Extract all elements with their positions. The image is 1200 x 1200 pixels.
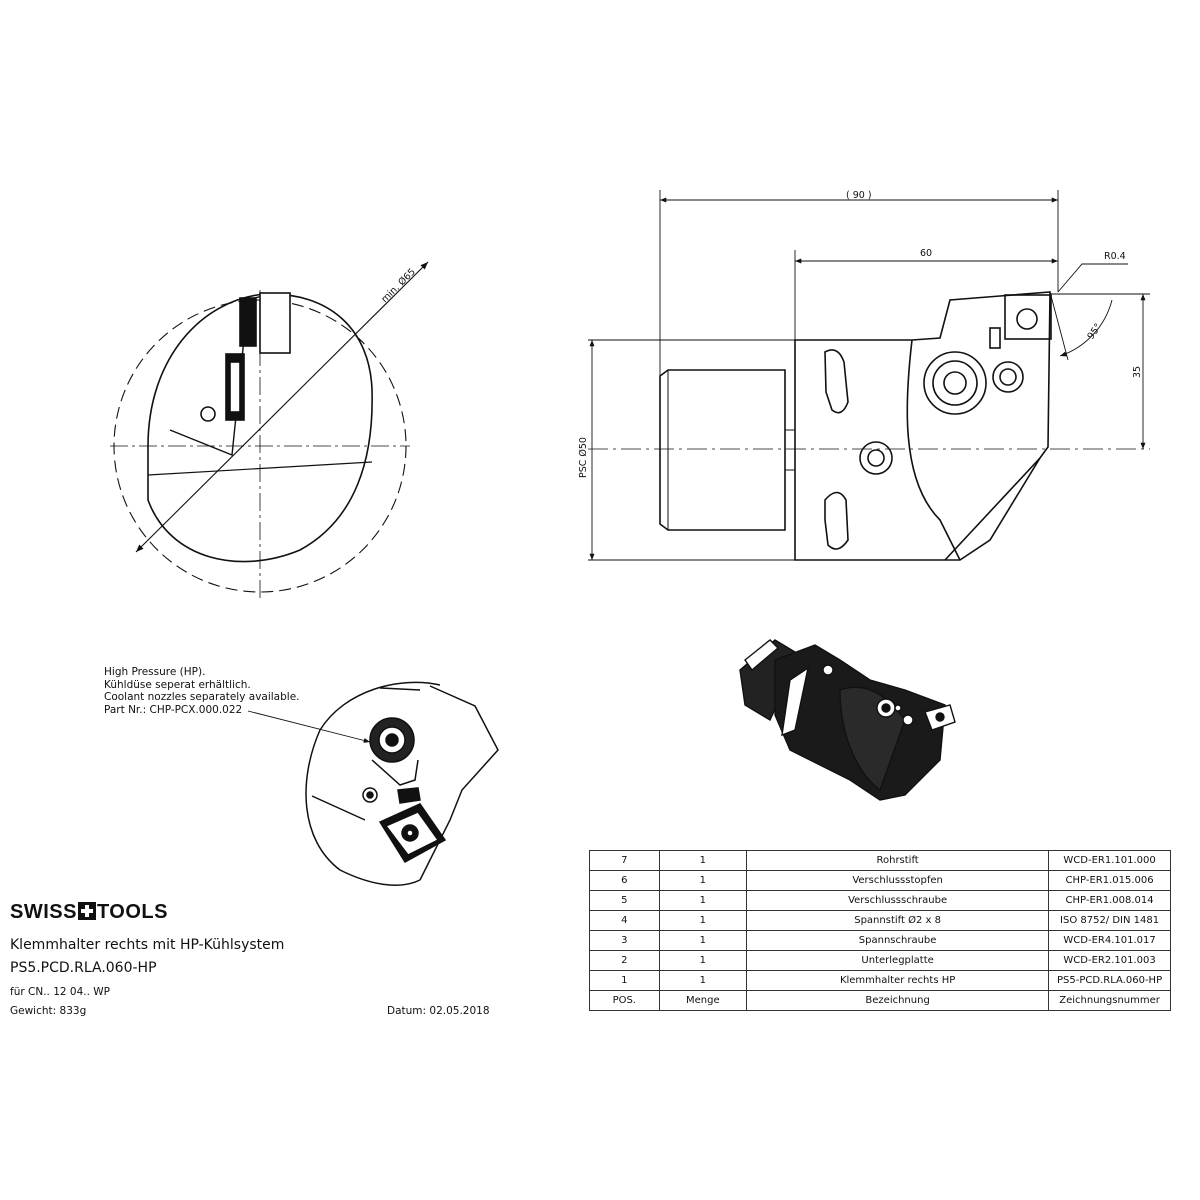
side-view [588, 190, 1150, 561]
bom-qty: 1 [658, 870, 748, 891]
brand-left: SWISS [10, 901, 77, 923]
brand-logo: SWISS TOOLS [10, 901, 168, 924]
bom-pos: 4 [589, 910, 660, 931]
table-header-row: POS. Menge Bezeichnung Zeichnungsnummer [589, 990, 1171, 1011]
isometric-view [739, 639, 956, 801]
drawing-part-number: PS5.PCD.RLA.060-HP [10, 960, 157, 976]
coolant-note-line3: Coolant nozzles separately available. [104, 691, 300, 703]
table-row: 1 1 Klemmhalter rechts HP PS5-PCD.RLA.06… [589, 970, 1171, 991]
bom-pos: 5 [589, 890, 660, 911]
bom-pos: 1 [589, 970, 660, 991]
bom-qty: 1 [658, 950, 748, 971]
dim-min-diameter: min. Ø65 [379, 267, 418, 306]
bom-pos: 3 [589, 930, 660, 951]
table-row: 7 1 Rohrstift WCD-ER1.101.000 [589, 850, 1171, 871]
bom-qty: 1 [658, 890, 748, 911]
bom-pos: 7 [589, 850, 660, 871]
dim-corner-radius: R0.4 [1104, 251, 1126, 262]
front-view [110, 261, 429, 600]
bom-desc: Klemmhalter rechts HP [746, 970, 1050, 991]
insert-spec: für CN.. 12 04.. WP [10, 986, 110, 998]
dim-shank: PSC Ø50 [578, 437, 589, 478]
bom-desc: Rohrstift [746, 850, 1050, 871]
bom-table: 7 1 Rohrstift WCD-ER1.101.000 6 1 Versch… [589, 850, 1171, 1011]
coolant-note-line2: Kühldüse seperat erhältlich. [104, 678, 251, 691]
bom-num: PS5-PCD.RLA.060-HP [1048, 970, 1171, 991]
weight: Gewicht: 833g [10, 1005, 87, 1017]
bom-desc: Spannstift Ø2 x 8 [746, 910, 1050, 931]
bom-qty: 1 [658, 910, 748, 931]
bom-num: ISO 8752/ DIN 1481 [1048, 910, 1171, 931]
bom-desc: Verschlussschraube [746, 890, 1050, 911]
bom-desc: Unterlegplatte [746, 950, 1050, 971]
swiss-cross-icon [77, 902, 96, 920]
table-row: 4 1 Spannstift Ø2 x 8 ISO 8752/ DIN 1481 [589, 910, 1171, 931]
bom-num: WCD-ER1.101.000 [1048, 850, 1171, 871]
bom-qty: 1 [658, 930, 748, 951]
brand-right: TOOLS [96, 901, 168, 923]
dim-overall-length: ( 90 ) [846, 190, 872, 201]
bom-num: CHP-ER1.008.014 [1048, 890, 1171, 911]
header-desc: Bezeichnung [746, 990, 1050, 1011]
table-row: 5 1 Verschlussschraube CHP-ER1.008.014 [589, 890, 1171, 911]
bom-qty: 1 [658, 970, 748, 991]
bom-num: WCD-ER2.101.003 [1048, 950, 1171, 971]
bom-num: CHP-ER1.015.006 [1048, 870, 1171, 891]
bom-desc: Spannschraube [746, 930, 1050, 951]
header-qty: Menge [658, 990, 748, 1011]
drawing-title: Klemmhalter rechts mit HP-Kühlsystem [10, 937, 285, 953]
header-num: Zeichnungsnummer [1048, 990, 1171, 1011]
dim-height: 35 [1132, 366, 1143, 378]
table-row: 6 1 Verschlussstopfen CHP-ER1.015.006 [589, 870, 1171, 891]
bom-desc: Verschlussstopfen [746, 870, 1050, 891]
bom-pos: 2 [589, 950, 660, 971]
table-row: 3 1 Spannschraube WCD-ER4.101.017 [589, 930, 1171, 951]
detail-view [247, 681, 499, 886]
dim-insert-length: 60 [920, 248, 932, 259]
table-row: 2 1 Unterlegplatte WCD-ER2.101.003 [589, 950, 1171, 971]
bom-qty: 1 [658, 850, 748, 871]
coolant-note: High Pressure (HP). Kühldüse seperat erh… [104, 666, 300, 716]
bom-pos: 6 [589, 870, 660, 891]
date: Datum: 02.05.2018 [387, 1005, 490, 1017]
coolant-note-line4: Part Nr.: CHP-PCX.000.022 [104, 703, 243, 716]
bom-num: WCD-ER4.101.017 [1048, 930, 1171, 951]
coolant-note-line1: High Pressure (HP). [104, 666, 206, 678]
header-pos: POS. [589, 990, 660, 1011]
